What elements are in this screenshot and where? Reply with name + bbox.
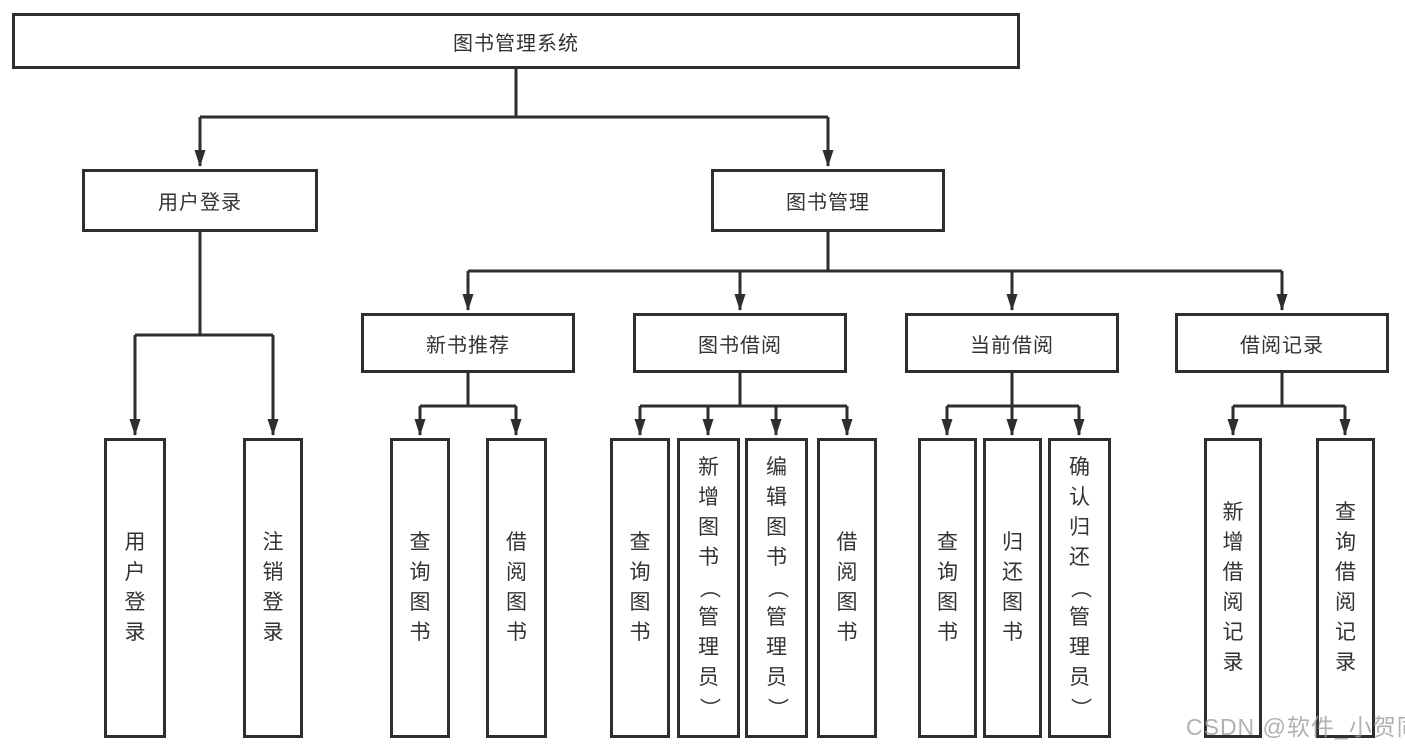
node-leaf-query-borrow-record: 查询借阅记录 <box>1316 438 1375 738</box>
node-new-book-recommend: 新书推荐 <box>361 313 575 373</box>
node-label: 借阅图书 <box>506 531 527 644</box>
node-leaf-return-book: 归还图书 <box>983 438 1042 738</box>
node-borrow-records: 借阅记录 <box>1175 313 1389 373</box>
node-leaf-borrow-books-1: 借阅图书 <box>486 438 547 738</box>
node-book-borrow: 图书借阅 <box>633 313 847 373</box>
node-leaf-edit-book-admin: 编辑图书（管理员） <box>745 438 808 738</box>
node-leaf-query-books-3: 查询图书 <box>918 438 977 738</box>
node-label: 借阅图书 <box>836 531 858 644</box>
watermark: CSDN @软件_小贺同学 <box>1186 714 1405 740</box>
node-label: 用户登录 <box>124 531 146 644</box>
node-label: 编辑图书（管理员） <box>765 456 789 719</box>
node-book-management: 图书管理 <box>711 169 945 232</box>
node-current-borrow: 当前借阅 <box>905 313 1119 373</box>
node-label: 借阅记录 <box>1240 334 1324 357</box>
node-label: 新增借阅记录 <box>1222 501 1244 674</box>
node-user-login: 用户登录 <box>82 169 318 232</box>
node-leaf-query-books-1: 查询图书 <box>390 438 450 738</box>
node-leaf-user-login: 用户登录 <box>104 438 166 738</box>
node-label: 图书管理 <box>786 192 870 214</box>
node-label: 查询图书 <box>409 531 431 644</box>
node-label: 新增图书（管理员） <box>697 456 721 719</box>
node-label: 查询图书 <box>937 531 958 644</box>
node-label: 图书借阅 <box>698 334 782 357</box>
node-label: 用户登录 <box>158 192 242 214</box>
node-leaf-add-book-admin: 新增图书（管理员） <box>677 438 740 738</box>
node-label: 查询借阅记录 <box>1335 501 1356 674</box>
node-leaf-logout: 注销登录 <box>243 438 303 738</box>
node-leaf-borrow-books-2: 借阅图书 <box>817 438 877 738</box>
node-label: 确认归还（管理员） <box>1068 456 1092 719</box>
node-label: 注销登录 <box>262 531 284 644</box>
node-label: 新书推荐 <box>426 334 510 357</box>
node-root: 图书管理系统 <box>12 13 1020 69</box>
node-label: 查询图书 <box>629 531 651 644</box>
node-label: 归还图书 <box>1002 531 1023 644</box>
node-label: 当前借阅 <box>970 334 1054 357</box>
node-label: 图书管理系统 <box>453 32 579 55</box>
node-leaf-add-borrow-record: 新增借阅记录 <box>1204 438 1262 738</box>
node-leaf-query-books-2: 查询图书 <box>610 438 670 738</box>
node-leaf-confirm-return-admin: 确认归还（管理员） <box>1048 438 1111 738</box>
